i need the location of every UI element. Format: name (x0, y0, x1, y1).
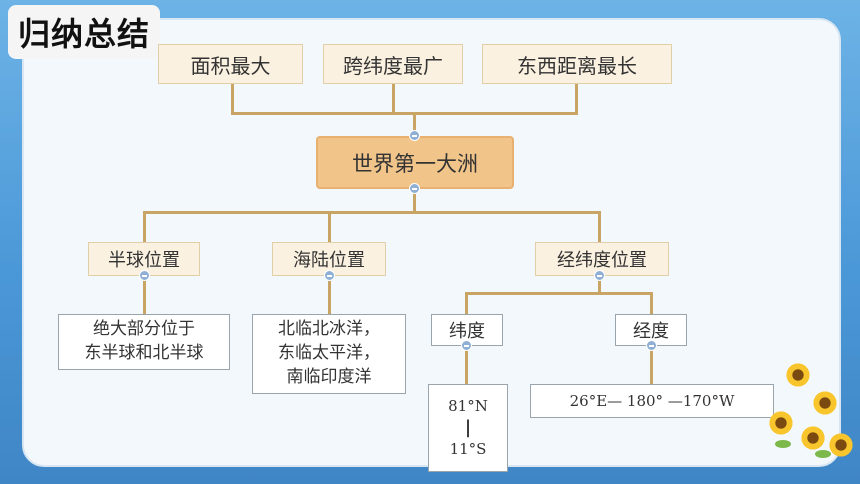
connector-line (598, 276, 601, 294)
connector-line (328, 276, 331, 314)
hemisphere-detail-line: 绝大部分位于 (93, 319, 195, 340)
sunflower-icon (768, 410, 794, 436)
connector-line (143, 276, 146, 314)
sunflower-icon (828, 432, 854, 458)
connector-line (650, 346, 653, 384)
sea-land-detail-line: 北临北冰洋， (278, 319, 380, 340)
connector-line (143, 211, 146, 243)
collapse-toggle-icon[interactable] (409, 130, 420, 141)
sunflower-icon (800, 425, 826, 451)
node-latitude-range: 81°N | 11°S (428, 384, 508, 472)
collapse-toggle-icon[interactable] (324, 270, 335, 281)
node-longest-east-west[interactable]: 东西距离最长 (482, 44, 672, 84)
connector-line (413, 189, 416, 213)
page-title: 归纳总结 (8, 5, 161, 59)
connector-line (231, 112, 578, 115)
sea-land-detail-line: 南临印度洋 (286, 366, 372, 387)
leaf-icon (775, 440, 791, 448)
node-largest-continent[interactable]: 世界第一大洲 (316, 136, 514, 189)
collapse-toggle-icon[interactable] (139, 270, 150, 281)
connector-line (413, 112, 416, 136)
leaf-icon (815, 450, 831, 458)
connector-line (465, 292, 468, 314)
collapse-toggle-icon[interactable] (594, 270, 605, 281)
node-sea-land-detail: 北临北冰洋， 东临太平洋， 南临印度洋 (252, 314, 406, 394)
node-longitude-range: 26°E— 180° —170°W (530, 384, 774, 418)
connector-line (465, 292, 653, 295)
node-hemisphere-position[interactable]: 半球位置 (88, 242, 200, 276)
collapse-toggle-icon[interactable] (461, 340, 472, 351)
connector-line (143, 211, 600, 214)
collapse-toggle-icon[interactable] (409, 183, 420, 194)
latitude-north: 81°N (448, 397, 488, 416)
sea-land-detail-line: 东临太平洋， (278, 343, 380, 364)
connector-line (328, 211, 331, 243)
connector-line (650, 292, 653, 314)
node-widest-latitude-span[interactable]: 跨纬度最广 (323, 44, 463, 84)
hemisphere-detail-line: 东半球和北半球 (84, 343, 204, 363)
latitude-south: 11°S (449, 439, 487, 458)
connector-line (575, 84, 578, 114)
sunflower-icon (785, 362, 811, 388)
connector-line (465, 346, 468, 384)
connector-line (231, 84, 234, 114)
connector-line (392, 84, 395, 114)
sunflower-icon (812, 390, 838, 416)
collapse-toggle-icon[interactable] (646, 340, 657, 351)
node-hemisphere-detail: 绝大部分位于 东半球和北半球 (58, 314, 230, 370)
latitude-range-bar: | (464, 417, 472, 439)
node-largest-area[interactable]: 面积最大 (158, 44, 303, 84)
connector-line (598, 211, 601, 243)
